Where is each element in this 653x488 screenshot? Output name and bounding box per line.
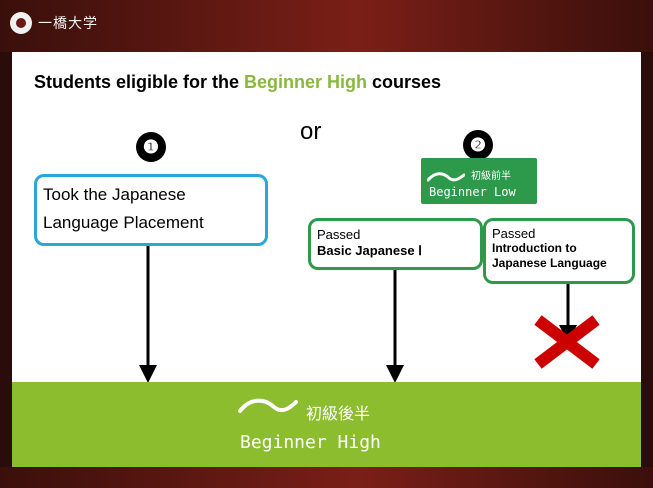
- beginner-low-jp: 初級前半: [471, 171, 511, 182]
- title-highlight: Beginner High: [244, 72, 368, 92]
- beginner-high-jp: 初級後半: [306, 406, 371, 423]
- university-logo: 一橋大学: [10, 12, 98, 34]
- footer-bar: [0, 467, 653, 488]
- wave-icon: [238, 398, 298, 413]
- title-prefix: Students eligible for the: [34, 72, 245, 92]
- basic-japanese-box: Passed Basic Japanese Ⅰ: [308, 218, 483, 270]
- intro-passed-label: Passed: [492, 226, 536, 241]
- beginner-low-en: Beginner Low: [429, 185, 516, 199]
- slide-title: Students eligible for the Beginner High …: [34, 72, 441, 93]
- intro-japanese-box: Passed Introduction to Japanese Language: [483, 218, 635, 284]
- flow-arrows: [139, 246, 577, 383]
- placement-box: Took the Japanese Language Placement: [34, 174, 268, 246]
- beginner-low-badge: 初級前半 Beginner Low: [421, 158, 537, 204]
- beginner-high-badge: 初級後半 Beginner High: [230, 386, 420, 462]
- wave-icon: [427, 172, 465, 182]
- university-emblem-icon: [10, 12, 32, 34]
- title-suffix: courses: [367, 72, 442, 92]
- beginner-high-banner: 初級後半 Beginner High: [12, 382, 641, 467]
- red-x-icon: [534, 315, 600, 369]
- intro-course-label: Introduction to Japanese Language: [492, 241, 607, 270]
- logo-text: 一橋大学: [38, 16, 98, 32]
- or-label: or: [300, 118, 322, 145]
- beginner-high-en: Beginner High: [240, 432, 381, 453]
- basic-course-label: Basic Japanese Ⅰ: [317, 243, 423, 258]
- header-bar: 一橋大学: [0, 0, 653, 52]
- basic-passed-label: Passed: [317, 227, 361, 242]
- option-1-number: ❶: [136, 132, 166, 162]
- slide-content: Students eligible for the Beginner High …: [12, 52, 641, 467]
- option-2-number: ❷: [463, 130, 493, 160]
